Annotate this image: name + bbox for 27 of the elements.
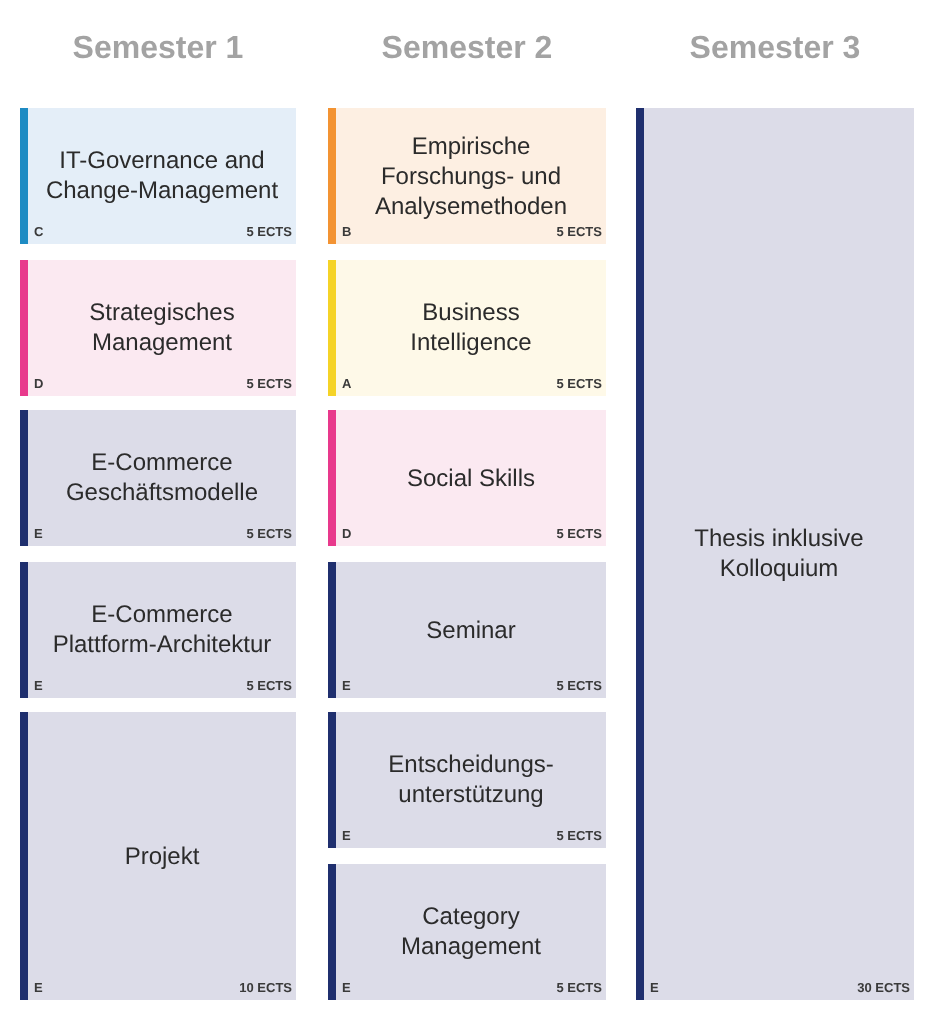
module-card xyxy=(20,712,296,1000)
module-title: Entscheidungs- unterstützung xyxy=(386,750,556,810)
module-card xyxy=(20,260,296,396)
module-card xyxy=(20,410,296,546)
module-card xyxy=(328,712,606,848)
module-title: E-Commerce Plattform-Architektur xyxy=(50,600,274,660)
semester-heading: Semester 2 xyxy=(381,30,553,70)
module-title: Seminar xyxy=(426,615,516,645)
module-title: Strategisches Management xyxy=(87,298,237,358)
module-title: IT-Governance and Change-Management xyxy=(43,146,281,206)
module-title: Category Management xyxy=(398,902,544,962)
semester-heading: Semester 3 xyxy=(689,30,861,70)
module-card xyxy=(328,562,606,698)
module-title: Business Intelligence xyxy=(408,298,534,358)
module-card xyxy=(328,410,606,546)
module-card xyxy=(328,108,606,244)
module-card xyxy=(328,260,606,396)
module-title: Thesis inklusive Kolloquium xyxy=(692,524,866,584)
module-title: E-Commerce Geschäftsmodelle xyxy=(63,448,261,508)
module-card xyxy=(20,108,296,244)
module-title: Empirische Forschungs- und Analysemethoden xyxy=(372,131,570,221)
semester-heading: Semester 1 xyxy=(72,30,244,70)
module-title: Projekt xyxy=(124,841,200,871)
module-card xyxy=(328,864,606,1000)
module-card xyxy=(636,108,914,1000)
module-title: Social Skills xyxy=(406,463,536,493)
module-card xyxy=(20,562,296,698)
